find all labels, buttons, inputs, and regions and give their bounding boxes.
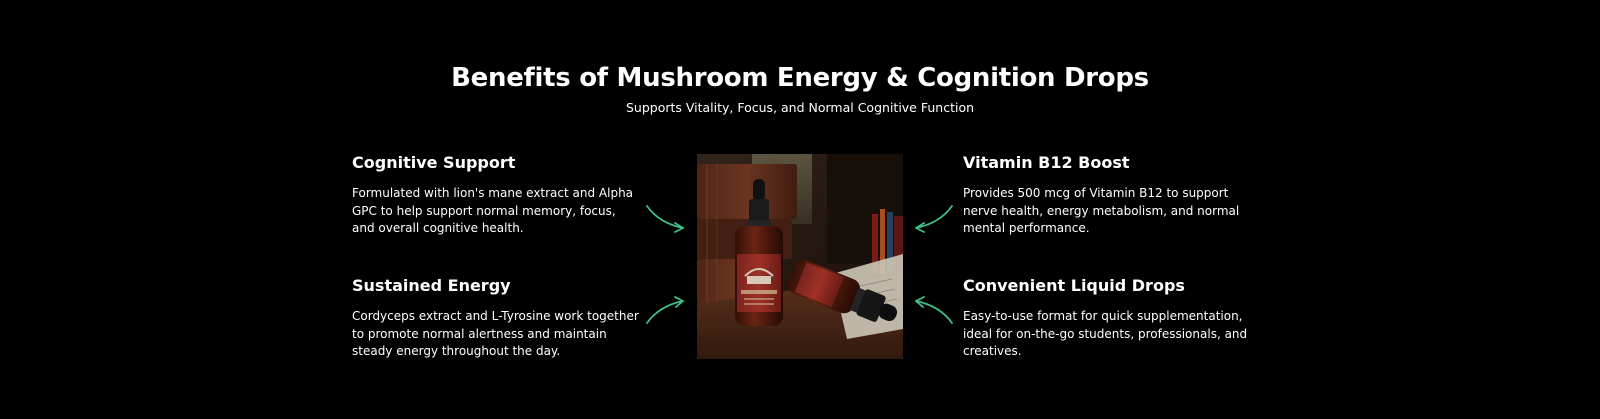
section-subtitle: Supports Vitality, Focus, and Normal Cog… — [625, 100, 975, 115]
benefit-vitamin-b12: Vitamin B12 Boost Provides 500 mcg of Vi… — [963, 151, 1253, 238]
benefit-description: Easy-to-use format for quick supplementa… — [963, 309, 1248, 358]
product-photo-illustration — [697, 154, 903, 359]
curved-arrow-icon — [646, 296, 684, 324]
benefit-title: Cognitive Support — [352, 153, 516, 172]
curved-arrow-icon — [646, 205, 684, 233]
curved-arrow-icon — [915, 296, 953, 324]
section-title: Benefits of Mushroom Energy & Cognition … — [451, 63, 1149, 93]
benefit-cognitive-support: Cognitive Support Formulated with lion's… — [352, 151, 642, 238]
benefit-title: Vitamin B12 Boost — [963, 153, 1130, 172]
benefit-title: Convenient Liquid Drops — [963, 276, 1185, 295]
benefit-description: Cordyceps extract and L-Tyrosine work to… — [352, 309, 639, 358]
benefit-title: Sustained Energy — [352, 276, 511, 295]
benefit-sustained-energy: Sustained Energy Cordyceps extract and L… — [352, 274, 642, 361]
benefit-description: Formulated with lion's mane extract and … — [352, 186, 634, 235]
benefit-description: Provides 500 mcg of Vitamin B12 to suppo… — [963, 186, 1240, 235]
benefit-liquid-drops: Convenient Liquid Drops Easy-to-use form… — [963, 274, 1253, 361]
curved-arrow-icon — [915, 205, 953, 233]
product-image — [697, 154, 903, 359]
